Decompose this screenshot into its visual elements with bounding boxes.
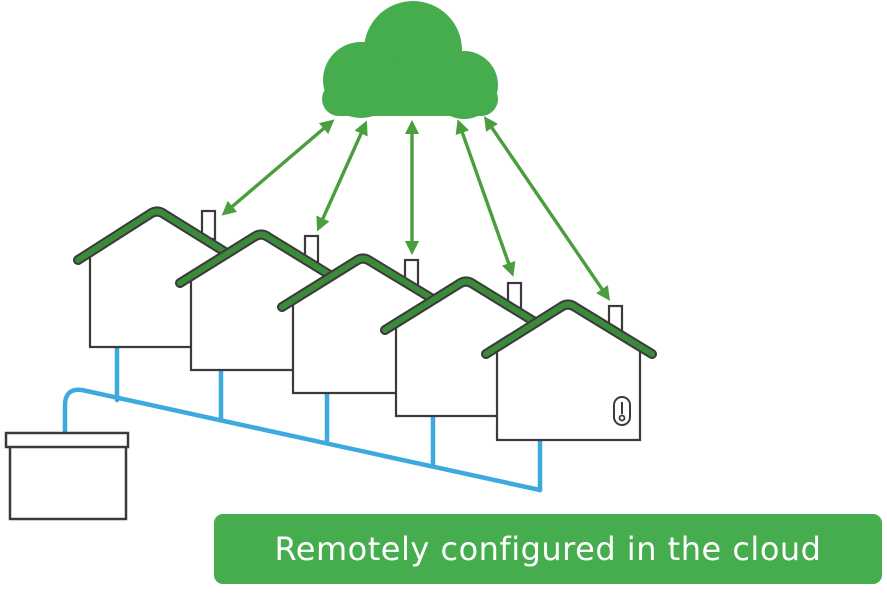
cloud-icon [322,1,498,119]
bidirectional-arrow-icon [316,120,368,232]
bidirectional-arrow-icon [221,119,335,216]
tank-icon [4,431,130,521]
connection-arrows [221,116,611,301]
thermostat-icon [613,396,631,426]
caption-banner: Remotely configured in the cloud [214,514,882,584]
pipe-network [62,343,543,493]
bidirectional-arrow-icon [455,119,516,277]
house-icon [481,299,657,442]
caption-text: Remotely configured in the cloud [274,530,822,568]
bidirectional-arrow-icon [483,116,611,301]
